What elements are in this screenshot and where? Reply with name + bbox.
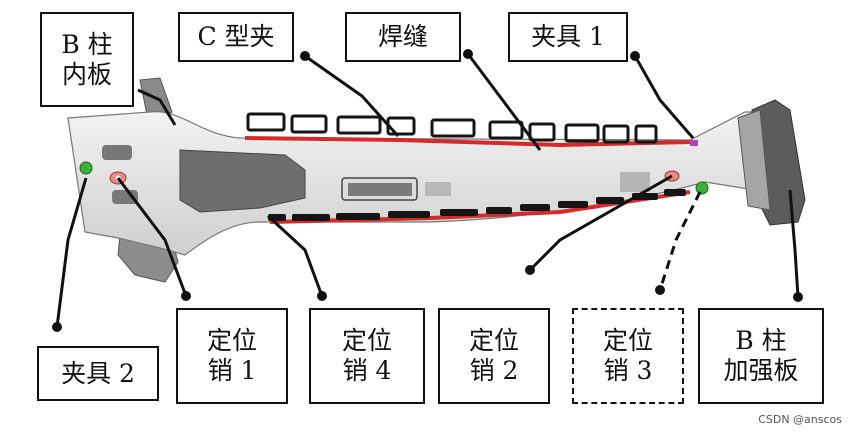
locating-pin-3-marker (695, 181, 709, 195)
c-clamp (664, 189, 686, 196)
left-hole-upper (102, 145, 132, 160)
c-clamp (488, 120, 524, 140)
label-locating-pin-1: 定位 销 1 (176, 308, 288, 404)
panel-slot-inner (348, 183, 412, 196)
label-weld-seam: 焊缝 (345, 12, 461, 62)
label-locating-pin-4-text: 定位 销 4 (341, 326, 392, 385)
leader-fixture-1 (633, 55, 695, 139)
c-clamp (246, 112, 286, 132)
leader-locating-pin-1 (116, 177, 188, 297)
c-clamp (564, 123, 600, 143)
panel-pocket (179, 149, 306, 213)
c-clamp (336, 115, 382, 135)
leader-dot (181, 291, 191, 301)
label-fixture-1-text: 夹具 1 (531, 22, 605, 51)
leader-b-pillar-inner (137, 88, 177, 126)
leader-dots (52, 49, 803, 332)
c-clamp (430, 118, 476, 138)
label-locating-pin-4: 定位 销 4 (309, 308, 425, 404)
fixture-2-marker (79, 161, 93, 175)
label-c-clamp: C 型夹 (178, 12, 294, 62)
label-weld-seam-text: 焊缝 (377, 22, 428, 51)
c-clamps-upper (246, 112, 658, 144)
c-clamp (528, 122, 556, 142)
c-clamp (292, 214, 330, 221)
leader-b-pillar-reinforcement (788, 189, 800, 298)
leader-dot (52, 322, 62, 332)
leader-dot (463, 49, 473, 59)
c-clamp (602, 124, 630, 144)
label-b-pillar-inner: B 柱 内板 (40, 12, 134, 107)
c-clamps-lower (268, 189, 686, 221)
leader-locating-pin-2 (528, 174, 673, 272)
fixture-1-marker (690, 140, 698, 146)
leader-fixture-2 (55, 177, 88, 328)
label-c-clamp-text: C 型夹 (197, 22, 275, 51)
blur-patch-2 (620, 172, 650, 192)
label-b-pillar-reinforcement-text: B 柱 加强板 (723, 326, 799, 385)
leader-lines (55, 53, 800, 328)
label-b-pillar-reinforcement: B 柱 加强板 (698, 308, 824, 404)
leader-dot (793, 292, 803, 302)
label-locating-pin-3-text: 定位 销 3 (602, 326, 653, 385)
reinforcement-flange (737, 109, 771, 211)
leader-weld-seam (466, 53, 542, 151)
watermark: CSDN @anscos (758, 413, 842, 426)
leader-dot (317, 291, 327, 301)
c-clamp (634, 124, 658, 144)
label-locating-pin-2: 定位 销 2 (438, 308, 550, 404)
leader-dot (655, 285, 665, 295)
c-clamp (388, 211, 430, 218)
leader-c-clamp (304, 54, 400, 138)
leader-locating-pin-4 (266, 214, 324, 297)
label-locating-pin-1-text: 定位 销 1 (206, 326, 257, 385)
label-fixture-2-text: 夹具 2 (61, 358, 135, 388)
label-locating-pin-2-text: 定位 销 2 (468, 326, 519, 385)
leader-dot (300, 51, 310, 61)
leader-dot (630, 51, 640, 61)
blur-patch-1 (425, 182, 451, 196)
c-clamp (558, 201, 588, 208)
label-fixture-2: 夹具 2 (37, 346, 159, 401)
leader-dot (525, 265, 535, 275)
c-clamp (520, 204, 550, 211)
c-clamp (486, 207, 512, 214)
c-clamp (290, 114, 328, 134)
c-clamp (336, 213, 380, 220)
c-clamp (596, 197, 624, 204)
c-clamp (386, 116, 416, 136)
label-locating-pin-3: 定位 销 3 (572, 308, 684, 404)
label-fixture-1: 夹具 1 (508, 12, 628, 62)
label-b-pillar-inner-text: B 柱 内板 (61, 29, 113, 89)
c-clamp (440, 209, 478, 216)
leader-locating-pin-3 (658, 191, 702, 291)
